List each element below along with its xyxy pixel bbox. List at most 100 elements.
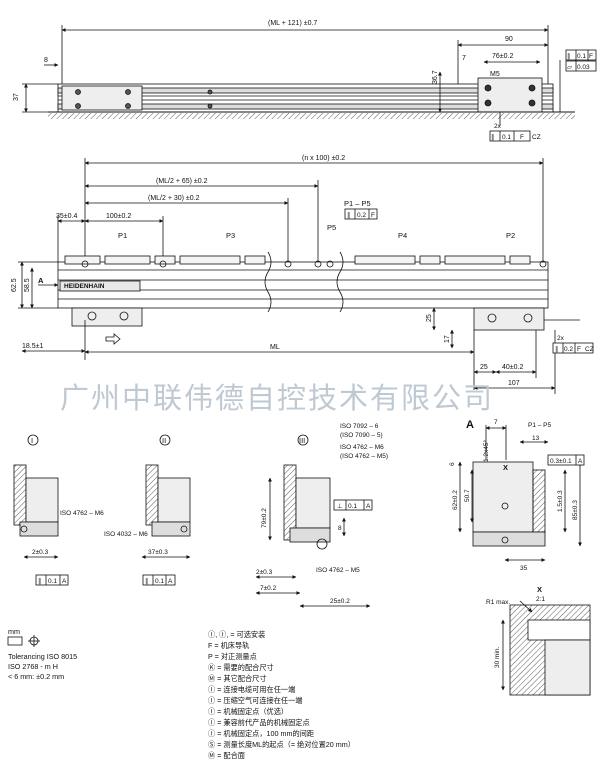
legend-item: Ⓘ, Ⓘ, = 可选安装: [208, 630, 265, 639]
view1-datum: A: [62, 578, 67, 585]
front-d107: 107: [508, 380, 520, 387]
front-p1p5-tol: 0.2: [357, 212, 366, 219]
legend-item: Ⓚ = 需要的配合尺寸: [208, 663, 274, 672]
top-bottom-tol: 0.1: [502, 134, 511, 141]
viewA-62: 62±0.2: [452, 490, 459, 510]
viewA-x: X: [503, 463, 508, 472]
view2-tol: 0.1: [155, 578, 164, 585]
tol-line2: ISO 2768 - m H: [8, 662, 58, 671]
front-ml2-65: (ML/2 + 65) ±0.2: [156, 178, 208, 185]
top-head-width: 90: [505, 36, 513, 43]
viewA-13: 13: [532, 435, 540, 442]
parallel-symbol: ∥: [567, 52, 570, 60]
view3-perp-tol: 0.1: [348, 503, 357, 510]
viewA-6: 6: [449, 462, 456, 466]
tol-line3: < 6 mm: ±0.2 mm: [8, 672, 64, 681]
front-d100: 100±0.2: [106, 213, 131, 220]
front-d35: 35±0.4: [56, 213, 77, 220]
top-view: [22, 25, 597, 142]
front-ml: ML: [270, 344, 280, 351]
view3-iso1b: (ISO 7090 – 5): [340, 432, 383, 439]
legend-item: Ⓘ = 兼容前代产品的机械固定点: [208, 718, 310, 727]
view2-symbol: ∥: [145, 577, 148, 585]
view3-iso2: ISO 4762 – M6: [340, 444, 384, 451]
tol-line1: Tolerancing ISO 8015: [8, 652, 77, 661]
top-bottom-cz: CZ: [532, 134, 541, 141]
front-p4: P4: [398, 231, 407, 240]
front-d25v: 25: [426, 314, 433, 322]
legend-item: Ⓜ = 其它配合尺寸: [208, 674, 267, 683]
detail-scale: 2:1: [536, 596, 545, 603]
top-hole-spacing: 76±0.2: [492, 53, 513, 60]
view1-iso: ISO 4762 – M6: [60, 510, 104, 517]
front-d185: 18.5±1: [22, 343, 43, 350]
viewA-15: 1.5±0.3: [557, 490, 564, 512]
view3-datum: A: [366, 503, 371, 510]
view3-iso2b: (ISO 4762 – M5): [340, 453, 388, 460]
view3-7: 7±0.2: [260, 585, 277, 592]
flatness-symbol: ▱: [567, 64, 573, 71]
view3-label: III: [299, 436, 305, 445]
legend-item: Ⓢ = 测量长度ML的起点（= 绝对位置20 mm）: [208, 740, 355, 749]
top-head-gap: 7: [462, 55, 466, 62]
top-left-offset: 8: [44, 57, 48, 64]
view1-tol: 0.1: [48, 578, 57, 585]
detail-r: R1 max.: [486, 599, 510, 606]
legend-item: P = 对正测量点: [208, 652, 257, 661]
legend: Ⓘ, Ⓘ, = 可选安装 F = 机床导轨 P = 对正测量点 Ⓚ = 需要的配…: [208, 630, 355, 760]
front-p2: P2: [506, 231, 515, 240]
top-thread: M5: [490, 71, 500, 78]
legend-item: F = 机床导轨: [208, 641, 249, 650]
front-d40: 40±0.2: [502, 364, 523, 371]
front-h625: 62.5: [11, 278, 18, 292]
legend-item: Ⓘ = 连接电缆可用在任一端: [208, 685, 295, 694]
front-p1p5-datum: F: [371, 212, 375, 219]
front-n100: (n x 100) ±0.2: [302, 155, 345, 162]
view2-dim: 37±0.3: [148, 549, 168, 556]
watermark: 广州中联伟德自控技术有限公司: [60, 381, 494, 415]
viewA-label: A: [466, 419, 474, 431]
top-bottom-datum: F: [520, 134, 524, 141]
front-d25: 25: [480, 364, 488, 371]
viewA-85: 85±0.3: [572, 500, 579, 520]
view3-iso1: ISO 7092 – 6: [340, 423, 379, 430]
top-head-height: 36.7: [432, 70, 439, 84]
viewA-35: 35: [520, 565, 528, 572]
view1-symbol: ∥: [38, 577, 41, 585]
viewA-chamfer: 1.2x45°: [482, 439, 490, 462]
top-parallel-tol: 0.1: [577, 53, 586, 60]
front-datum: F: [577, 346, 581, 353]
front-h585: 58.5: [24, 278, 31, 292]
top-flat-tol: 0.03: [577, 64, 590, 71]
view3-2: 2±0.3: [256, 569, 273, 576]
front-cz: CZ: [585, 346, 594, 353]
viewA-p: P1 – P5: [528, 422, 552, 429]
view3-25: 25±0.2: [330, 598, 350, 605]
front-p5: P5: [327, 223, 336, 232]
view2-label: II: [162, 436, 166, 445]
front-p3: P3: [226, 231, 235, 240]
detail-30: 30 min.: [494, 646, 501, 668]
top-2x: 2x: [494, 123, 502, 130]
section-views: [7, 425, 591, 696]
front-d17: 17: [444, 335, 451, 343]
viewA-03: 0.3±0.1: [550, 458, 572, 465]
front-2x: 2x: [557, 335, 565, 342]
front-arrow-a: A: [38, 276, 44, 285]
front-tol: 0.2: [564, 346, 573, 353]
front-symbol: ∥: [555, 345, 558, 353]
top-parallel-datum: F: [589, 53, 593, 60]
view3-h: 79±0.2: [261, 508, 268, 528]
view2-iso: ISO 4032 – M6: [104, 531, 148, 538]
view2-datum: A: [168, 578, 173, 585]
legend-item: Ⓘ = 机械固定点，100 mm的间距: [208, 729, 314, 738]
front-brand: HEIDENHAIN: [64, 283, 105, 290]
viewA-7: 7: [494, 419, 498, 426]
top-overall-dim: (ML + 121) ±0.7: [268, 20, 317, 27]
front-p1: P1: [118, 231, 127, 240]
view1-label: I: [31, 436, 33, 445]
view1-dim: 2±0.3: [32, 549, 49, 556]
top-bottom-symbol: ∥: [491, 133, 494, 141]
view3-8: 8: [338, 525, 342, 532]
